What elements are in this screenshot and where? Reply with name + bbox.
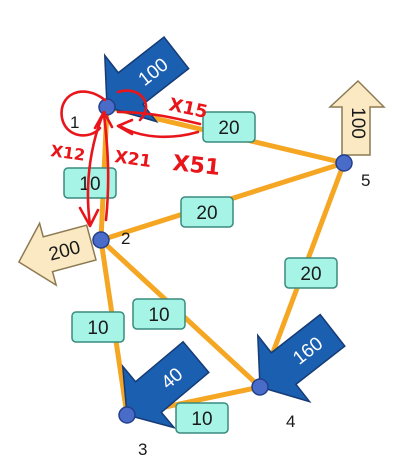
annotation-arrowhead-x21 xyxy=(93,110,114,130)
node-label-3: 3 xyxy=(138,440,147,459)
annotation-loop xyxy=(60,90,107,137)
svg-text:10: 10 xyxy=(148,305,169,326)
node-label-5: 5 xyxy=(361,171,370,190)
supply-arrow-node-3: 40 xyxy=(121,340,210,429)
annotation-x51: X51 xyxy=(171,151,221,181)
node-3 xyxy=(118,406,136,424)
svg-text:20: 20 xyxy=(218,118,239,139)
supply-arrow-node-4: 160 xyxy=(256,313,346,404)
annotation-arrowhead-x12 xyxy=(78,206,100,228)
capacity-label-5-4: 20 xyxy=(284,257,338,289)
node-4 xyxy=(251,378,269,396)
demand-arrow-node-2: 200 xyxy=(17,221,97,287)
annotation-arrow-x15 xyxy=(116,110,202,126)
capacity-label-2-4: 10 xyxy=(132,298,186,330)
capacity-label-3-4: 10 xyxy=(175,402,229,434)
node-5 xyxy=(335,154,353,172)
handwritten-annotations xyxy=(60,89,202,228)
svg-text:20: 20 xyxy=(196,203,217,224)
svg-text:10: 10 xyxy=(79,174,100,195)
demand-arrow-node-5: 100 xyxy=(328,79,386,156)
node-2 xyxy=(92,231,110,249)
capacity-label-1-5: 20 xyxy=(202,111,256,143)
annotation-arrow-x21 xyxy=(102,113,110,222)
svg-text:10: 10 xyxy=(191,409,212,430)
node-label-4: 4 xyxy=(286,412,295,431)
annotation-arrowhead-x51 xyxy=(116,118,134,136)
annotation-loop-right xyxy=(116,89,148,122)
svg-text:20: 20 xyxy=(300,264,321,285)
node-1 xyxy=(98,98,116,116)
nodes xyxy=(92,98,353,424)
annotation-x12: X12 xyxy=(49,141,86,165)
annotation-x21: X21 xyxy=(113,147,152,172)
svg-text:10: 10 xyxy=(87,318,108,339)
node-label-2: 2 xyxy=(121,229,130,248)
capacity-label-2-3: 10 xyxy=(71,311,125,343)
flow-value-node-5: 100 xyxy=(347,107,368,139)
node-label-1: 1 xyxy=(70,113,79,132)
capacity-label-1-2: 10 xyxy=(63,167,117,199)
supply-arrow-node-1: 100 xyxy=(103,36,190,124)
capacity-label-2-5: 20 xyxy=(180,196,234,228)
annotation-arrow-x12 xyxy=(86,110,106,227)
